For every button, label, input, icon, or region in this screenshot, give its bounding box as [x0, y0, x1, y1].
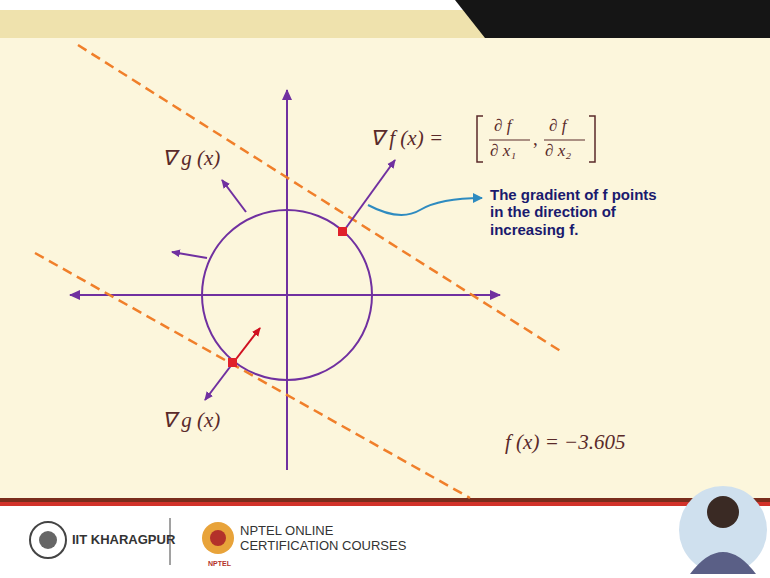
gradient-label: ∇ g (x) [162, 408, 220, 432]
gradient-label: ∇ g (x) [162, 146, 220, 170]
level-value: f (x) = −3.605 [505, 430, 625, 454]
callout-note: The gradient of f points in the directio… [490, 186, 660, 238]
logo-text: NPTEL [208, 560, 231, 568]
course-name: NPTEL ONLINE CERTIFICATION COURSES [240, 524, 410, 554]
fraction-numerator: ∂ f [494, 116, 511, 136]
fraction-denominator: ∂ x₁ [490, 141, 516, 161]
institute-name: IIT KHARAGPUR [72, 533, 175, 548]
formula-comma: , [533, 128, 538, 150]
gradient-formula: ∇ f (x) = [370, 126, 443, 150]
fraction-numerator: ∂ f [549, 116, 566, 136]
fraction-denominator: ∂ x₂ [545, 141, 571, 161]
